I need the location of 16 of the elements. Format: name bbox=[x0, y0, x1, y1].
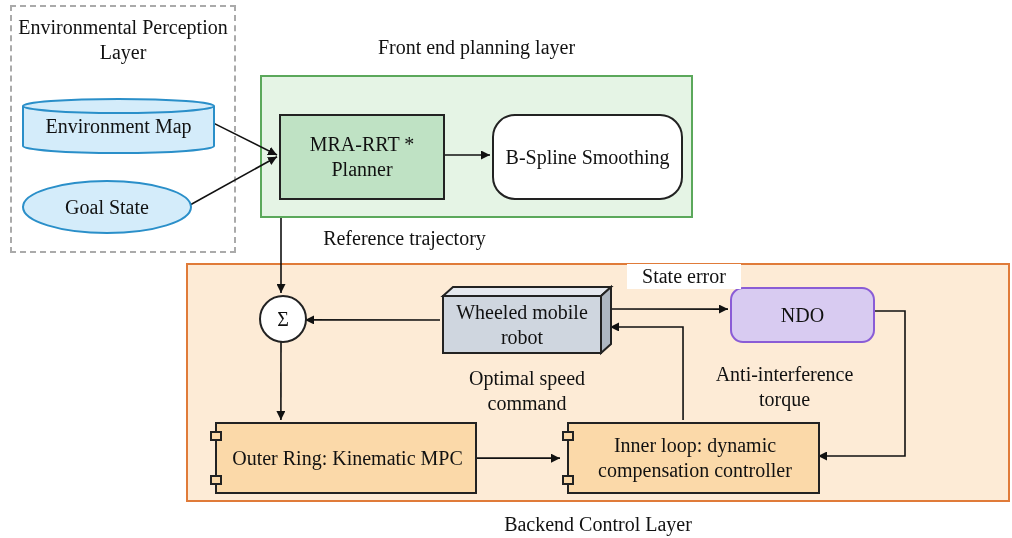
process-box: B-Spline Smoothing bbox=[492, 114, 683, 200]
process-box: MRA-RRT * Planner bbox=[279, 114, 445, 200]
layer-title: Environmental Perception Layer bbox=[17, 15, 229, 65]
database-cylinder: Environment Map bbox=[22, 98, 215, 154]
edge-label: State error bbox=[627, 264, 741, 289]
arrow bbox=[609, 304, 729, 314]
arrow bbox=[609, 322, 684, 421]
layer-title: Backend Control Layer bbox=[503, 512, 693, 537]
layer-title: Front end planning layer bbox=[376, 35, 577, 60]
process-box: NDO bbox=[730, 287, 875, 343]
layer-panel bbox=[10, 5, 236, 253]
arrow bbox=[189, 155, 278, 206]
arrow bbox=[276, 217, 286, 294]
state-ellipse: Goal State bbox=[22, 180, 192, 234]
summing-junction: Σ bbox=[259, 295, 307, 343]
arrow bbox=[276, 340, 286, 421]
